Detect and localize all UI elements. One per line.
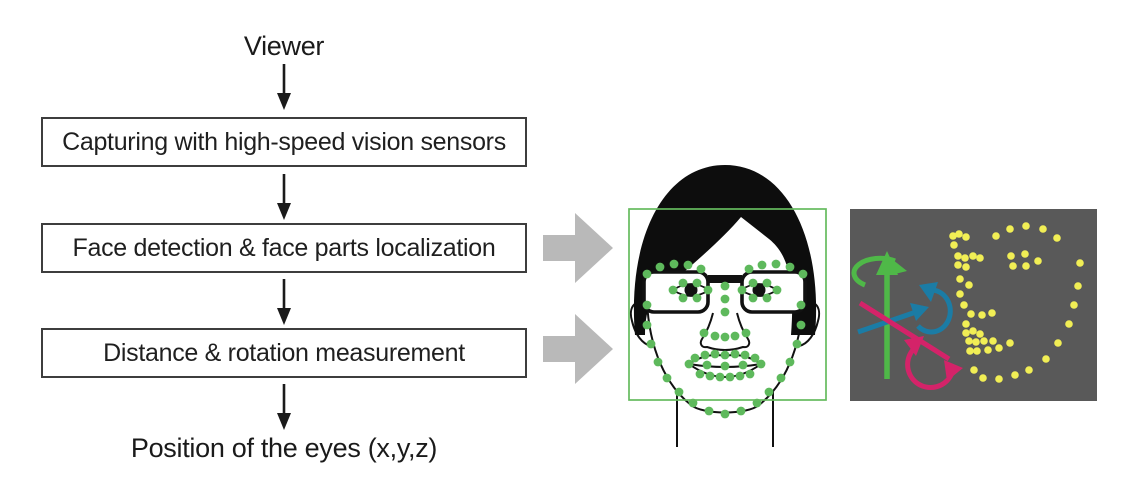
input-label: Viewer [243,31,325,61]
nose [699,312,751,351]
roll-rotation-axis-icon [858,300,963,391]
step-box-capturing: Capturing with high-speed vision sensors [41,117,527,167]
right-block-arrow-icon [543,213,613,283]
glasses-bridge [708,275,742,283]
yaw-rotation-axis-icon [851,251,907,379]
step-box-distance-rotation: Distance & rotation measurement [41,328,527,378]
head-pose-panel [850,209,1097,401]
step-box-face-detection: Face detection & face parts localization [41,223,527,273]
face-landmark-dots [642,259,808,419]
right-pupil [752,283,766,297]
right-block-arrow-icon [543,314,613,384]
face-landmarks-illustration [628,165,827,447]
head-pose-point-cloud [949,222,1084,383]
face-bounding-box [628,208,827,401]
output-label: Position of the eyes (x,y,z) [130,433,438,463]
hair [633,165,817,335]
down-arrow-icon [277,279,291,325]
down-arrow-icon [277,174,291,220]
down-arrow-icon [277,64,291,110]
left-pupil [684,283,698,297]
down-arrow-icon [277,384,291,430]
